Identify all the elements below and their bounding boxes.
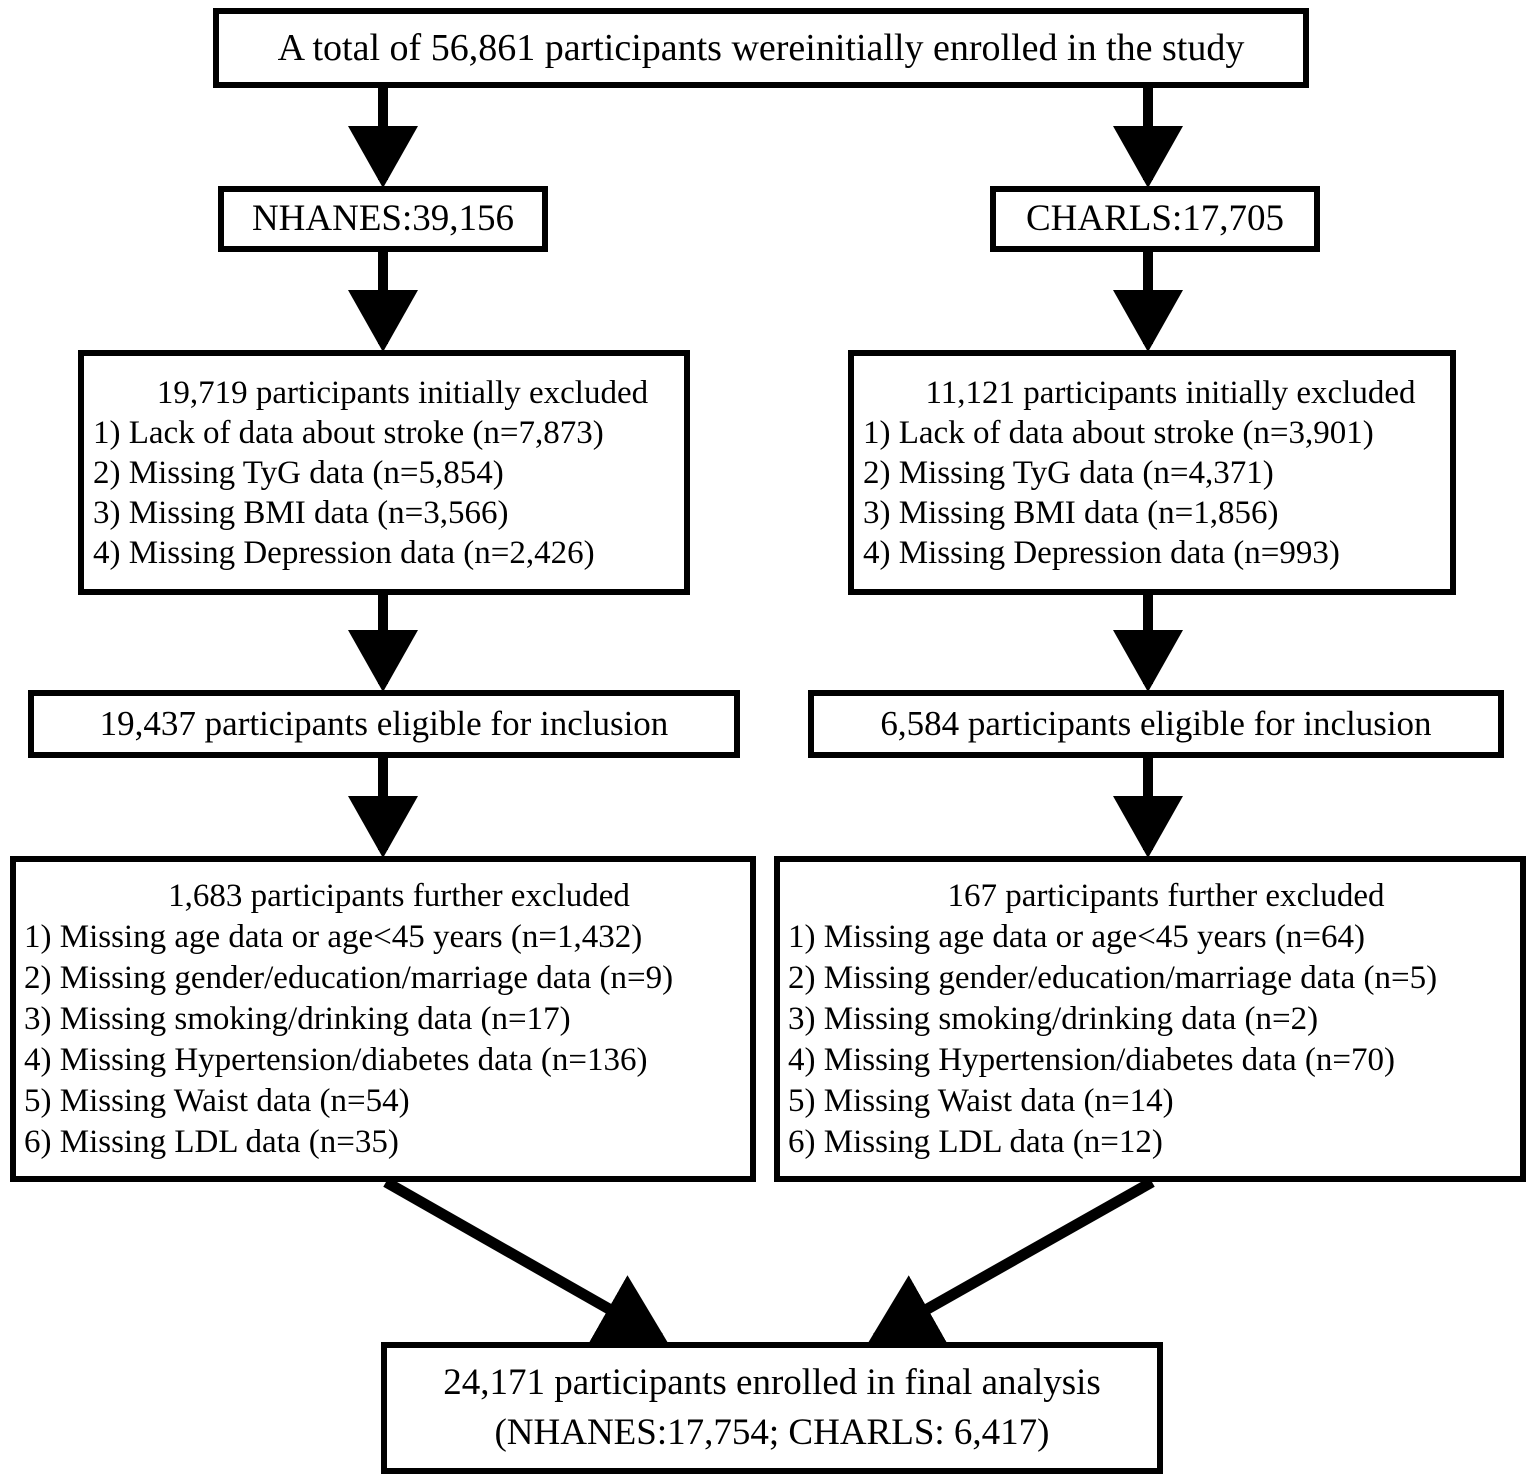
node-charls-excluded-further-reason-3: 3) Missing smoking/drinking data (n=2): [788, 1000, 1319, 1037]
node-nhanes-excluded-further-reason-4: 4) Missing Hypertension/diabetes data (n…: [24, 1041, 648, 1078]
node-nhanes-excluded-further: 1,683 participants further excluded 1) M…: [10, 856, 756, 1182]
arrow-nhanes-to-final: [383, 1177, 668, 1343]
node-charls-excluded-further-reason-1: 1) Missing age data or age<45 years (n=6…: [788, 918, 1365, 955]
node-nhanes-eligible-text: 19,437 participants eligible for inclusi…: [99, 704, 669, 743]
node-nhanes-excluded-initial-reason-2: 2) Missing TyG data (n=5,854): [93, 454, 504, 491]
node-charls-excluded-initial-reason-4: 4) Missing Depression data (n=993): [863, 534, 1340, 571]
node-charls-excluded-further: 167 participants further excluded 1) Mis…: [774, 856, 1526, 1182]
node-nhanes-excluded-initial-reason-4: 4) Missing Depression data (n=2,426): [93, 534, 595, 571]
node-charls-excluded-further-reason-4: 4) Missing Hypertension/diabetes data (n…: [788, 1041, 1395, 1078]
node-charls-excluded-initial-reason-2: 2) Missing TyG data (n=4,371): [863, 454, 1274, 491]
node-charls-eligible-text: 6,584 participants eligible for inclusio…: [880, 704, 1432, 743]
node-nhanes-cohort-text: NHANES:39,156: [251, 198, 515, 239]
arrow-charls-to-final: [868, 1177, 1155, 1343]
node-charls-excluded-further-reason-5: 5) Missing Waist data (n=14): [788, 1082, 1174, 1119]
node-nhanes-excluded-further-reason-5: 5) Missing Waist data (n=54): [24, 1082, 410, 1119]
node-nhanes-cohort: NHANES:39,156: [218, 186, 548, 252]
node-charls-excluded-further-reason-2: 2) Missing gender/education/marriage dat…: [788, 959, 1438, 996]
node-nhanes-excluded-further-reason-3: 3) Missing smoking/drinking data (n=17): [24, 1000, 571, 1037]
node-charls-cohort-text: CHARLS:17,705: [1025, 198, 1284, 239]
node-nhanes-excluded-initial-reason-3: 3) Missing BMI data (n=3,566): [93, 494, 509, 531]
node-charls-excluded-further-title: 167 participants further excluded: [947, 877, 1385, 914]
node-final-analysis-line-2: (NHANES:17,754; CHARLS: 6,417): [494, 1412, 1050, 1453]
node-nhanes-excluded-further-reason-1: 1) Missing age data or age<45 years (n=1…: [24, 918, 643, 955]
node-final-analysis: 24,171 participants enrolled in final an…: [381, 1342, 1163, 1474]
node-charls-excluded-initial-reason-1: 1) Lack of data about stroke (n=3,901): [863, 414, 1374, 451]
node-charls-eligible: 6,584 participants eligible for inclusio…: [808, 690, 1504, 758]
node-charls-excluded-initial-reason-3: 3) Missing BMI data (n=1,856): [863, 494, 1279, 531]
node-nhanes-excluded-further-title: 1,683 participants further excluded: [168, 877, 630, 914]
node-nhanes-excluded-initial-reason-1: 1) Lack of data about stroke (n=7,873): [93, 414, 604, 451]
node-total-enrolled: A total of 56,861 participants wereiniti…: [213, 8, 1309, 88]
node-nhanes-excluded-further-reason-6: 6) Missing LDL data (n=35): [24, 1123, 399, 1160]
node-nhanes-excluded-initial-title: 19,719 participants initially excluded: [156, 374, 649, 411]
node-charls-excluded-initial: 11,121 participants initially excluded 1…: [848, 350, 1456, 595]
node-charls-cohort: CHARLS:17,705: [990, 186, 1320, 252]
node-nhanes-excluded-initial: 19,719 participants initially excluded 1…: [78, 350, 690, 595]
node-final-analysis-line-1: 24,171 participants enrolled in final an…: [443, 1362, 1101, 1403]
node-charls-excluded-further-reason-6: 6) Missing LDL data (n=12): [788, 1123, 1163, 1160]
node-nhanes-excluded-further-reason-2: 2) Missing gender/education/marriage dat…: [24, 959, 674, 996]
node-nhanes-eligible: 19,437 participants eligible for inclusi…: [28, 690, 740, 758]
node-total-enrolled-text: A total of 56,861 participants wereiniti…: [277, 27, 1245, 69]
node-charls-excluded-initial-title: 11,121 participants initially excluded: [925, 374, 1416, 411]
